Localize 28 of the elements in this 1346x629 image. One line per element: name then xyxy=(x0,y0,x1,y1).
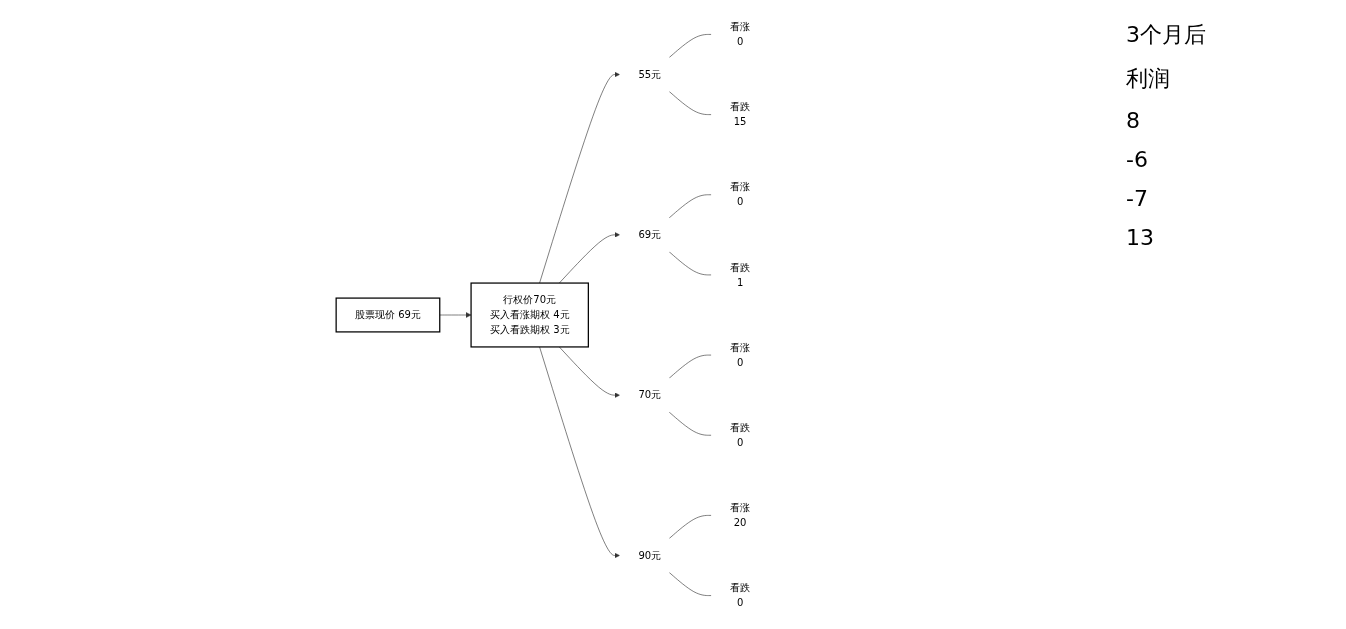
table-label: -6 xyxy=(1126,147,1149,172)
connector xyxy=(669,90,713,115)
node-text: 55元 xyxy=(638,67,662,80)
node-text: 70元 xyxy=(638,388,662,401)
node-text: 看涨 0 xyxy=(730,20,751,48)
node-text: 看涨 20 xyxy=(730,501,751,529)
connector xyxy=(669,571,713,596)
node-text: 看涨 0 xyxy=(730,180,751,208)
node-box: 行权价70元 买入看涨期权 4元 买入看跌期权 3元 xyxy=(470,281,590,348)
node-text: 看跌 15 xyxy=(730,100,751,128)
table-label: 3个月后 xyxy=(1126,21,1207,49)
connector xyxy=(669,514,713,539)
node-box: 股票现价 69元 xyxy=(335,296,441,333)
node-text: 看跌 0 xyxy=(730,581,751,609)
connector xyxy=(669,411,713,436)
connector xyxy=(669,193,713,218)
table-label: -7 xyxy=(1126,186,1149,211)
connector xyxy=(669,250,713,275)
node-text: 看跌 0 xyxy=(730,420,751,448)
node-text: 看跌 1 xyxy=(730,260,751,288)
node-text: 90元 xyxy=(638,548,662,561)
table-label: 8 xyxy=(1126,108,1141,133)
table-label: 利润 xyxy=(1126,65,1171,93)
connector xyxy=(669,354,713,379)
node-text: 看涨 0 xyxy=(730,340,751,368)
connector xyxy=(669,33,713,58)
node-text: 69元 xyxy=(638,228,662,240)
table-label: 13 xyxy=(1126,225,1155,250)
